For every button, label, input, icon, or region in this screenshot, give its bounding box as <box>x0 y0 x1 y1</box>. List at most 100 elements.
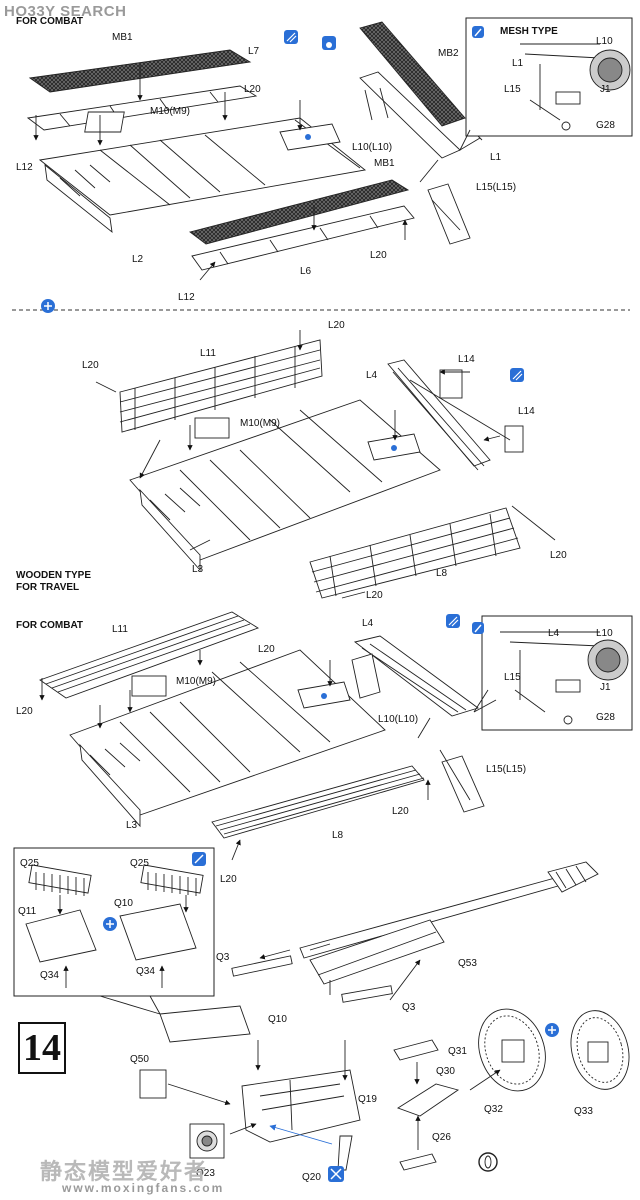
combat-box-label-l15: L15 <box>504 672 521 683</box>
part-labels: MESH TYPE L10 L1 L15 J1 G28 L4 L10 L15 J… <box>16 26 615 1183</box>
label-l7: L7 <box>248 46 260 57</box>
label-l11-b: L11 <box>112 624 128 635</box>
label-q31: Q31 <box>448 1046 467 1057</box>
label-q11: Q11 <box>18 906 37 917</box>
label-l14-b: L14 <box>518 406 535 417</box>
label-mb2: MB2 <box>438 48 459 59</box>
label-l20-i: L20 <box>392 806 409 817</box>
section-mesh-combat <box>26 17 633 281</box>
section-title-travel: FOR TRAVEL <box>16 582 80 593</box>
label-l12: L12 <box>16 162 33 173</box>
mesh-panel-mb2 <box>359 21 466 127</box>
label-q19: Q19 <box>358 1094 377 1105</box>
label-q33: Q33 <box>574 1106 593 1117</box>
part-q11 <box>25 909 97 963</box>
part-q30 <box>396 1083 460 1117</box>
label-l4-b: L4 <box>362 618 374 629</box>
label-l20-c: L20 <box>328 320 345 331</box>
part-q23 <box>189 1123 225 1159</box>
label-m10-m9-c: M10(M9) <box>176 676 216 687</box>
footer-watermark-cn: 静态模型爱好者 <box>40 1160 209 1185</box>
part-q25-right <box>140 864 204 896</box>
frame-l6 <box>191 205 415 271</box>
label-q26: Q26 <box>432 1132 451 1143</box>
section-gun-assembly <box>13 847 630 1182</box>
label-mb1-lower: MB1 <box>374 158 395 169</box>
label-q20: Q20 <box>302 1172 321 1183</box>
label-l20-d: L20 <box>82 360 99 371</box>
label-l20-b: L20 <box>370 250 387 261</box>
carriage-q19 <box>241 1069 361 1143</box>
lever-q20 <box>337 1135 353 1171</box>
frame-l7 <box>26 85 258 131</box>
rod-q3-left <box>231 955 293 977</box>
label-q50: Q50 <box>130 1054 149 1065</box>
combat-box-label-l4: L4 <box>548 628 560 639</box>
mesh-box-label-l1: L1 <box>512 58 524 69</box>
step-number: 14 <box>18 1022 66 1074</box>
section-title-combat-2: FOR COMBAT <box>16 620 84 631</box>
label-m10-m9-b: M10(M9) <box>240 418 280 429</box>
combat-box-label-j1: J1 <box>600 682 611 693</box>
label-m10-m9: M10(M9) <box>150 106 190 117</box>
label-q3-b: Q3 <box>402 1002 416 1013</box>
label-q30: Q30 <box>436 1066 455 1077</box>
label-q25: Q25 <box>20 858 39 869</box>
label-q3: Q3 <box>216 952 230 963</box>
rail-l8-flat <box>211 765 425 839</box>
label-l15-l15-b: L15(L15) <box>486 764 526 775</box>
cradle-q53 <box>309 919 445 985</box>
section-title-wooden: WOODEN TYPE <box>16 570 92 581</box>
label-q25-b: Q25 <box>130 858 149 869</box>
label-q23: Q23 <box>196 1168 215 1179</box>
label-q34: Q34 <box>40 970 59 981</box>
mount-q10 <box>159 1005 251 1043</box>
label-l20-g: L20 <box>258 644 275 655</box>
ramp-l15 <box>427 183 471 245</box>
label-l15-l15: L15(L15) <box>476 182 516 193</box>
section-title-combat-1: FOR COMBAT <box>16 16 84 27</box>
section-wooden-travel <box>95 330 556 599</box>
part-l14-top <box>439 369 463 399</box>
label-l20-h: L20 <box>16 706 33 717</box>
label-l1: L1 <box>490 152 502 163</box>
label-mb1: MB1 <box>112 32 133 43</box>
footer-watermark-url: www.moxingfans.com <box>62 1181 225 1195</box>
part-q50 <box>139 1069 167 1099</box>
combat-box-label-l10: L10 <box>596 628 613 639</box>
rail-l11-flat <box>39 611 260 699</box>
part-q26 <box>399 1153 437 1171</box>
part-q25-left <box>28 864 92 896</box>
part-q31 <box>393 1039 439 1061</box>
section-wooden-combat <box>39 611 633 861</box>
label-l8: L8 <box>436 568 448 579</box>
label-l10-l10-b: L10(L10) <box>378 714 418 725</box>
combat-box-label-g28: G28 <box>596 712 615 723</box>
mesh-box-label-g28: G28 <box>596 120 615 131</box>
mesh-box-label-j1: J1 <box>600 84 611 95</box>
label-l20-e: L20 <box>550 550 567 561</box>
shield-q33 <box>570 1010 630 1090</box>
label-l12-b: L12 <box>178 292 195 303</box>
label-q34-b: Q34 <box>136 966 155 977</box>
label-l3-b: L3 <box>126 820 138 831</box>
label-l3: L3 <box>192 564 204 575</box>
label-q10: Q10 <box>114 898 133 909</box>
mesh-box-title: MESH TYPE <box>500 26 558 37</box>
label-q32: Q32 <box>484 1104 503 1115</box>
label-l6: L6 <box>300 266 312 277</box>
label-l20: L20 <box>244 84 261 95</box>
label-l20-j: L20 <box>220 874 237 885</box>
label-q10-b: Q10 <box>268 1014 287 1025</box>
label-l8-b: L8 <box>332 830 344 841</box>
label-l2: L2 <box>132 254 144 265</box>
label-l4: L4 <box>366 370 378 381</box>
mesh-box-label-l10: L10 <box>596 36 613 47</box>
label-l14: L14 <box>458 354 475 365</box>
watermark-logo: HO33Y SEARCH <box>4 3 127 20</box>
mesh-panel-mb1-lower <box>188 179 410 245</box>
shield-q32 <box>478 1008 546 1092</box>
label-l20-f: L20 <box>366 590 383 601</box>
part-l14-right <box>504 425 524 453</box>
